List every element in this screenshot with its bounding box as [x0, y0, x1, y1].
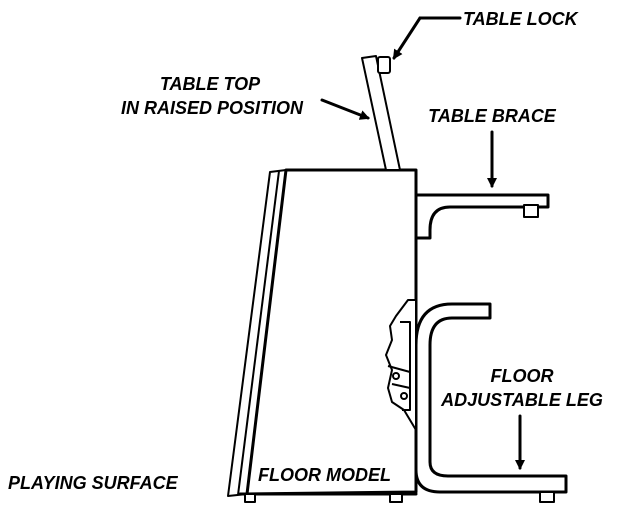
table-lock-leader-b — [392, 16, 422, 60]
playing-surface-panel — [227, 169, 287, 497]
cabinet-base — [238, 491, 555, 503]
label-floor-line1: FLOOR — [491, 366, 554, 386]
table-lock-knob — [377, 56, 391, 74]
leg-latch-mechanism — [385, 299, 417, 431]
label-table-top-line1: TABLE TOP — [160, 74, 261, 94]
table-top-leader — [320, 98, 370, 120]
label-playing-surface: PLAYING SURFACE — [8, 473, 179, 493]
leader-lines — [320, 16, 525, 470]
floor-adjustable-leg — [414, 302, 568, 494]
label-floor-model: FLOOR MODEL — [258, 465, 391, 485]
table-brace — [414, 193, 550, 240]
label-table-lock: TABLE LOCK — [463, 9, 580, 29]
cabinet-body — [245, 168, 418, 496]
labels: TABLE LOCK TABLE TOP IN RAISED POSITION … — [8, 9, 603, 493]
table-top-raised — [361, 55, 401, 171]
label-floor-line2: ADJUSTABLE LEG — [440, 390, 603, 410]
label-table-top-line2: IN RAISED POSITION — [121, 98, 304, 118]
label-table-brace: TABLE BRACE — [428, 106, 557, 126]
